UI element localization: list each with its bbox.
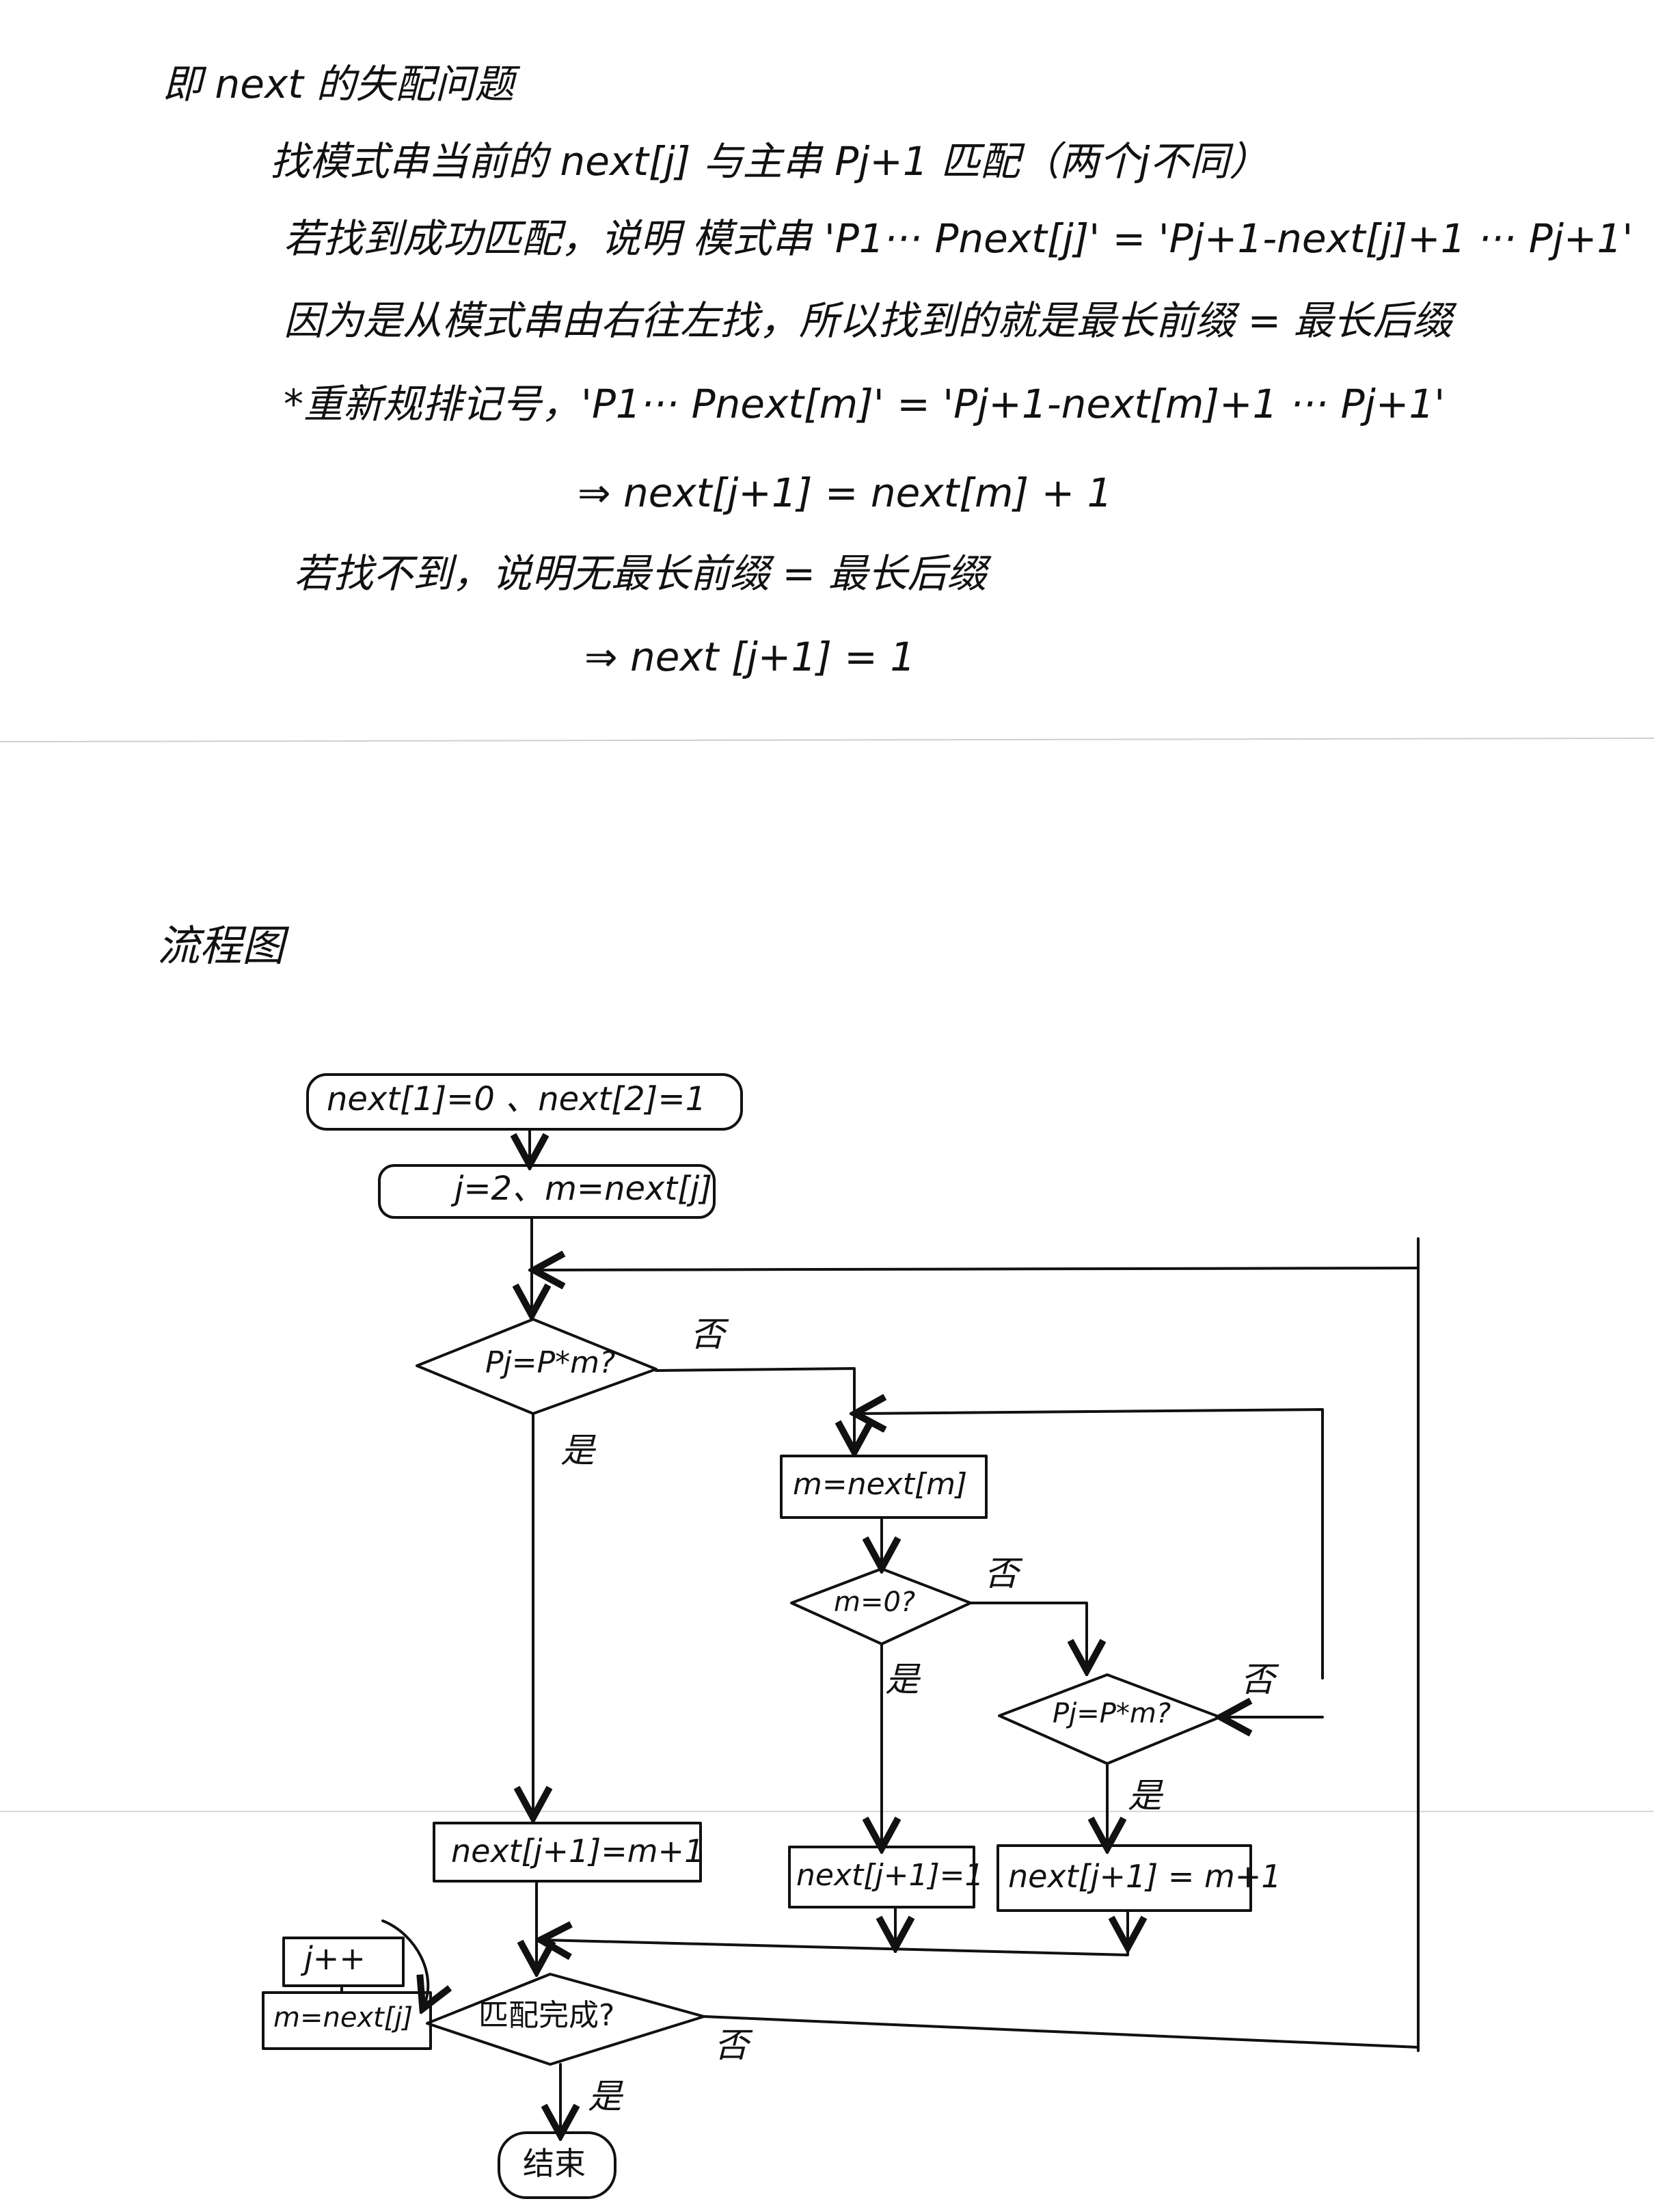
result-a-box	[433, 1822, 702, 1883]
result-c-box	[997, 1844, 1252, 1912]
set-m-box	[780, 1455, 988, 1519]
result-b-box	[788, 1846, 975, 1908]
update-m-box	[262, 1991, 432, 2050]
no-label-2: 否	[984, 1554, 1018, 1593]
init-box	[306, 1073, 743, 1131]
check-m-label: m=0?	[834, 1587, 916, 1618]
note-line-4: 因为是从模式串由右往左找，所以找到的就是最长前缀 = 最长后缀	[284, 297, 1452, 344]
note-line-1: 即 next 的失配问题	[163, 61, 515, 107]
yes-label-1: 是	[560, 1431, 595, 1470]
note-line-3: 若找到成功匹配，说明 模式串 'P1··· Pnext[j]' = 'Pj+1-…	[284, 215, 1633, 262]
note-line-7: 若找不到，说明无最长前缀 = 最长后缀	[294, 550, 987, 597]
increment-label: j++	[304, 1940, 366, 1977]
no-label-1: 否	[690, 1314, 724, 1354]
increment-box	[282, 1937, 405, 1987]
yes-label-2: 是	[885, 1660, 919, 1699]
done-check-label: 匹配完成?	[478, 1998, 615, 2033]
compare1-label: Pj=P*m?	[485, 1345, 616, 1380]
init-label: next[1]=0 、next[2]=1	[327, 1080, 707, 1118]
yes-label-3: 是	[1128, 1776, 1162, 1816]
result-a-label: next[j+1]=m+1	[451, 1833, 705, 1870]
compare2-label: Pj=P*m?	[1053, 1698, 1171, 1729]
set-m-label: m=next[m]	[793, 1467, 968, 1502]
result-c-label: next[j+1] = m+1	[1008, 1858, 1282, 1895]
no-label-3: 否	[1240, 1660, 1275, 1699]
note-line-6: ⇒ next[j+1] = next[m] + 1	[578, 470, 1113, 516]
flowchart-title: 流程图	[157, 921, 285, 971]
update-m-label: m=next[j]	[273, 2002, 414, 2034]
no-label-4: 否	[714, 2025, 748, 2065]
yes-label-4: 是	[588, 2077, 622, 2116]
note-line-2: 找模式串当前的 next[j] 与主串 Pj+1 匹配（两个j不同）	[270, 138, 1269, 185]
assign-label: j=2、m=next[j]	[455, 1170, 713, 1208]
note-line-5: *重新规排记号，'P1··· Pnext[m]' = 'Pj+1-next[m]…	[284, 381, 1446, 427]
assign-box	[378, 1164, 716, 1219]
note-line-8: ⇒ next [j+1] = 1	[584, 634, 916, 680]
end-label: 结束	[523, 2145, 586, 2182]
result-b-label: next[j+1]=1	[796, 1858, 984, 1893]
end-terminal	[498, 2131, 616, 2199]
